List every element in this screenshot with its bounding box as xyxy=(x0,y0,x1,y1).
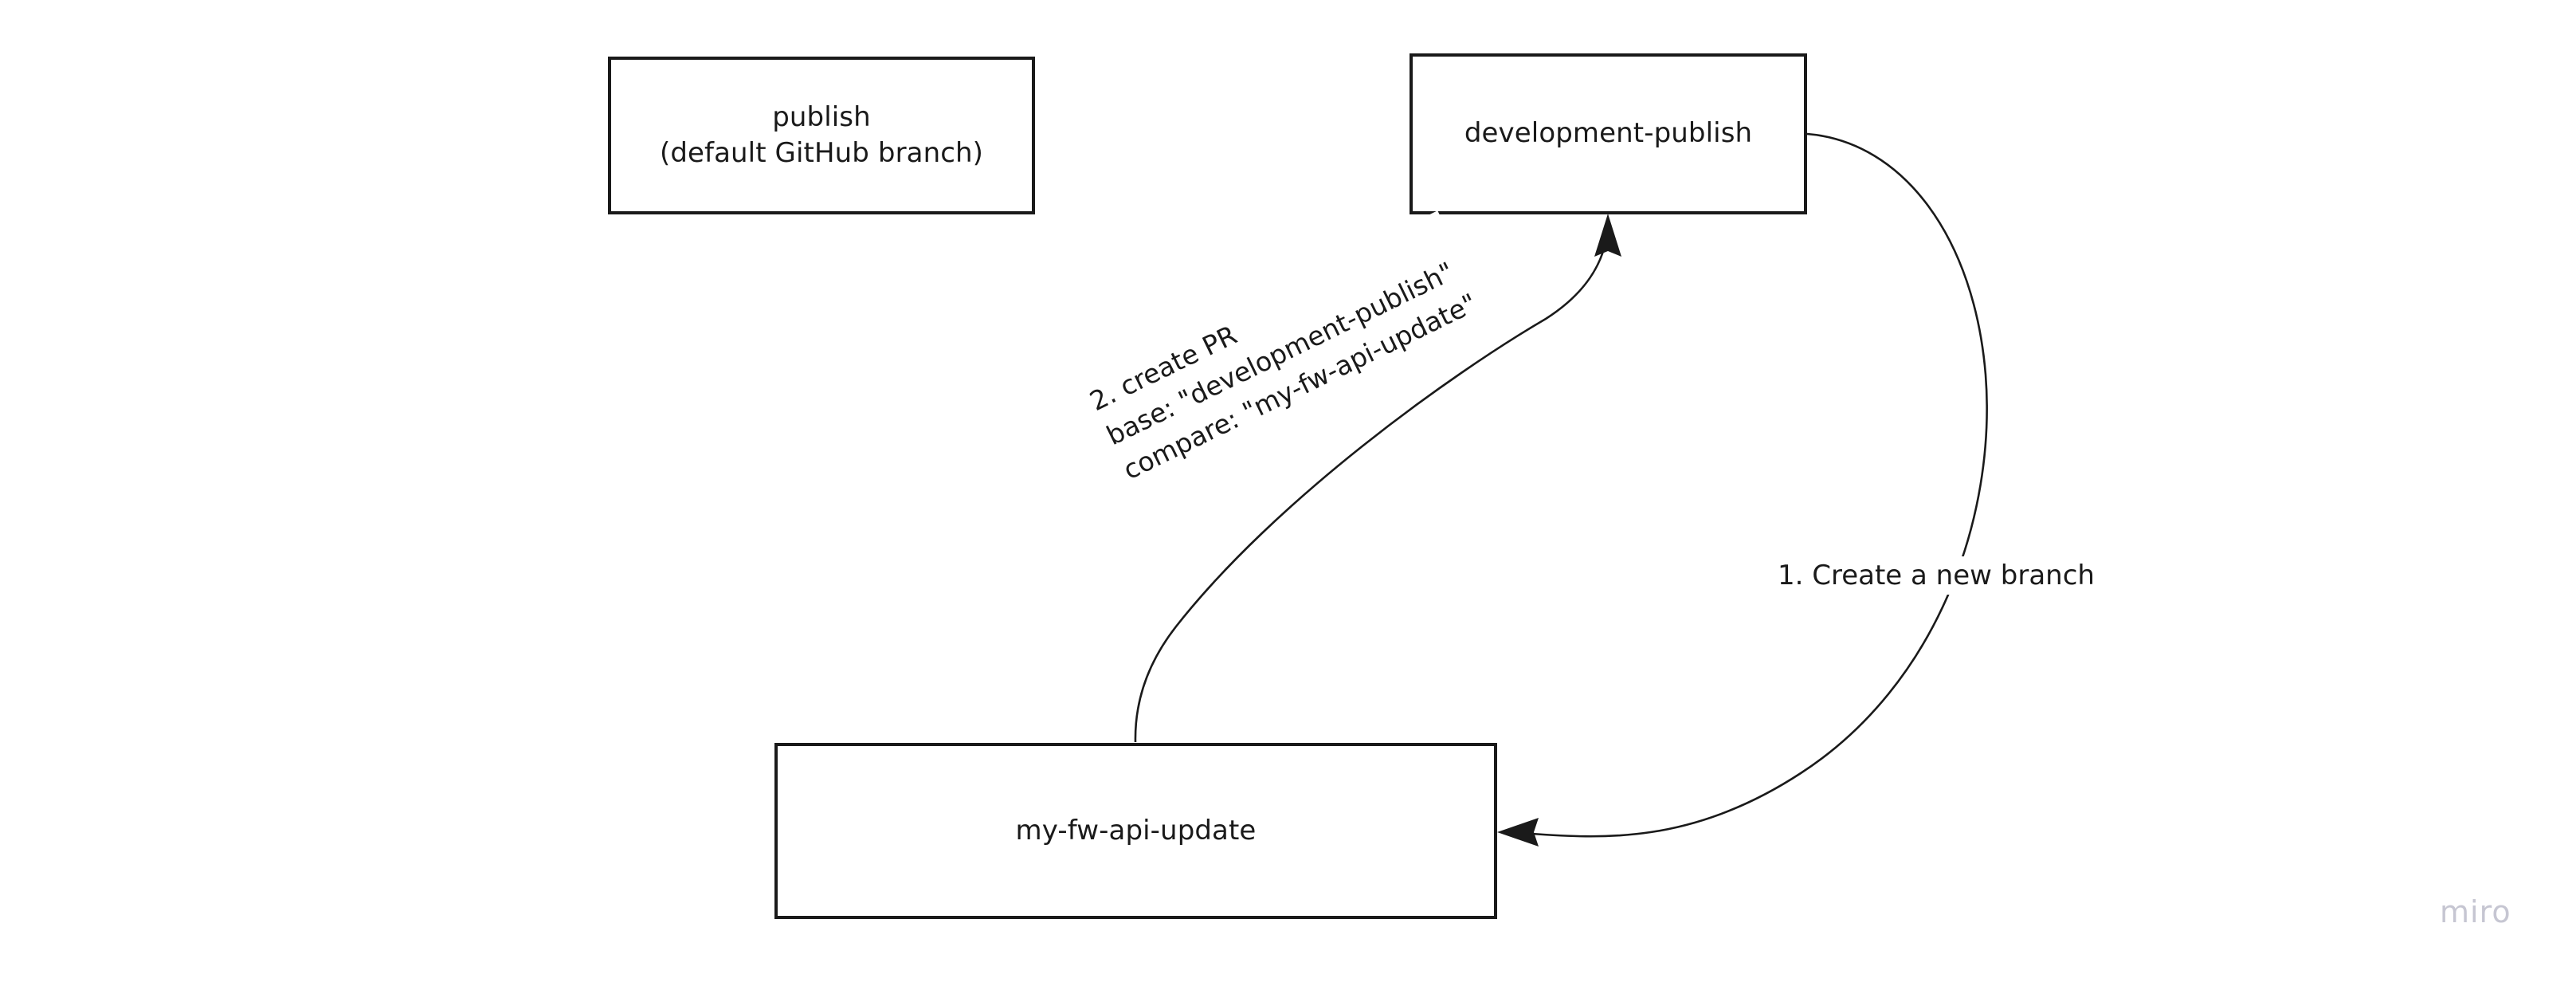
edge-create-pr-path xyxy=(1134,227,1610,743)
node-my-fw-api-update[interactable]: my-fw-api-update xyxy=(774,743,1497,919)
node-development-publish-label: development-publish xyxy=(1464,117,1753,150)
edge-create-pr-arrowhead xyxy=(1594,214,1621,257)
edge-create-branch xyxy=(1497,132,1988,847)
node-development-publish[interactable]: development-publish xyxy=(1410,53,1807,214)
edge-create-branch-path xyxy=(1507,132,1988,838)
edge-label-create-branch[interactable]: 1. Create a new branch xyxy=(1773,556,2100,595)
edge-create-pr xyxy=(1134,214,1621,743)
node-publish[interactable]: publish (default GitHub branch) xyxy=(608,57,1035,214)
node-my-fw-api-update-label: my-fw-api-update xyxy=(1015,814,1257,847)
miro-watermark: miro xyxy=(2440,894,2511,929)
node-publish-label: publish (default GitHub branch) xyxy=(659,100,984,169)
edge-create-branch-arrowhead xyxy=(1497,818,1539,847)
